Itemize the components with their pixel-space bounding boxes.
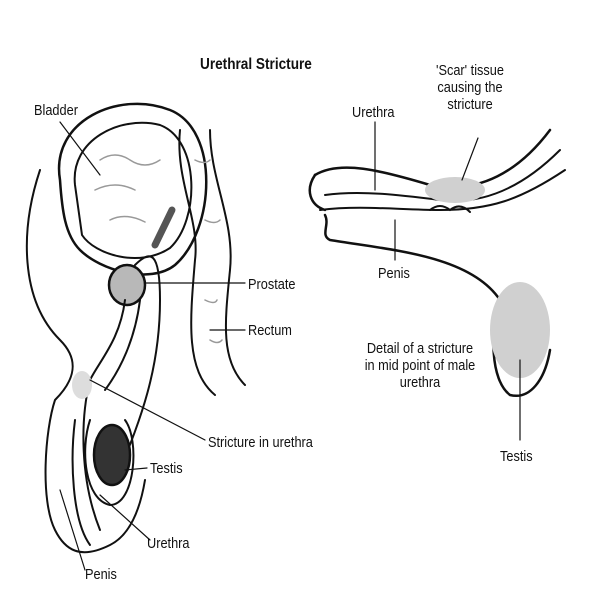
bladder-shape — [57, 102, 208, 276]
rectum-shape — [178, 129, 246, 396]
label-prostate: Prostate — [248, 276, 296, 293]
scar-line-3: stricture — [447, 96, 493, 113]
label-urethra-right: Urethra — [352, 104, 395, 121]
detail-line-1: Detail of a stricture — [366, 340, 474, 357]
label-bladder: Bladder — [34, 102, 78, 119]
scar-line-2: causing the — [437, 79, 503, 96]
label-stricture-in-urethra: Stricture in urethra — [208, 434, 313, 451]
label-rectum: Rectum — [248, 322, 292, 339]
label-scar-tissue: 'Scar' tissue causing the stricture — [423, 62, 517, 113]
label-detail: Detail of a stricture in mid point of ma… — [356, 340, 484, 391]
label-urethra-left: Urethra — [147, 535, 190, 552]
prostate-shape — [107, 263, 147, 307]
label-testis-right: Testis — [500, 448, 533, 465]
testis-shape — [92, 423, 132, 487]
scar-line-1: 'Scar' tissue — [436, 62, 504, 79]
diagram-title: Urethral Stricture — [200, 56, 312, 73]
label-testis-left: Testis — [150, 460, 183, 477]
scar-tissue-shape — [425, 177, 485, 203]
label-penis-right: Penis — [378, 265, 410, 282]
detail-line-2: in mid point of male — [364, 357, 476, 374]
label-penis-left: Penis — [85, 566, 117, 583]
detail-line-3: urethra — [399, 374, 441, 391]
